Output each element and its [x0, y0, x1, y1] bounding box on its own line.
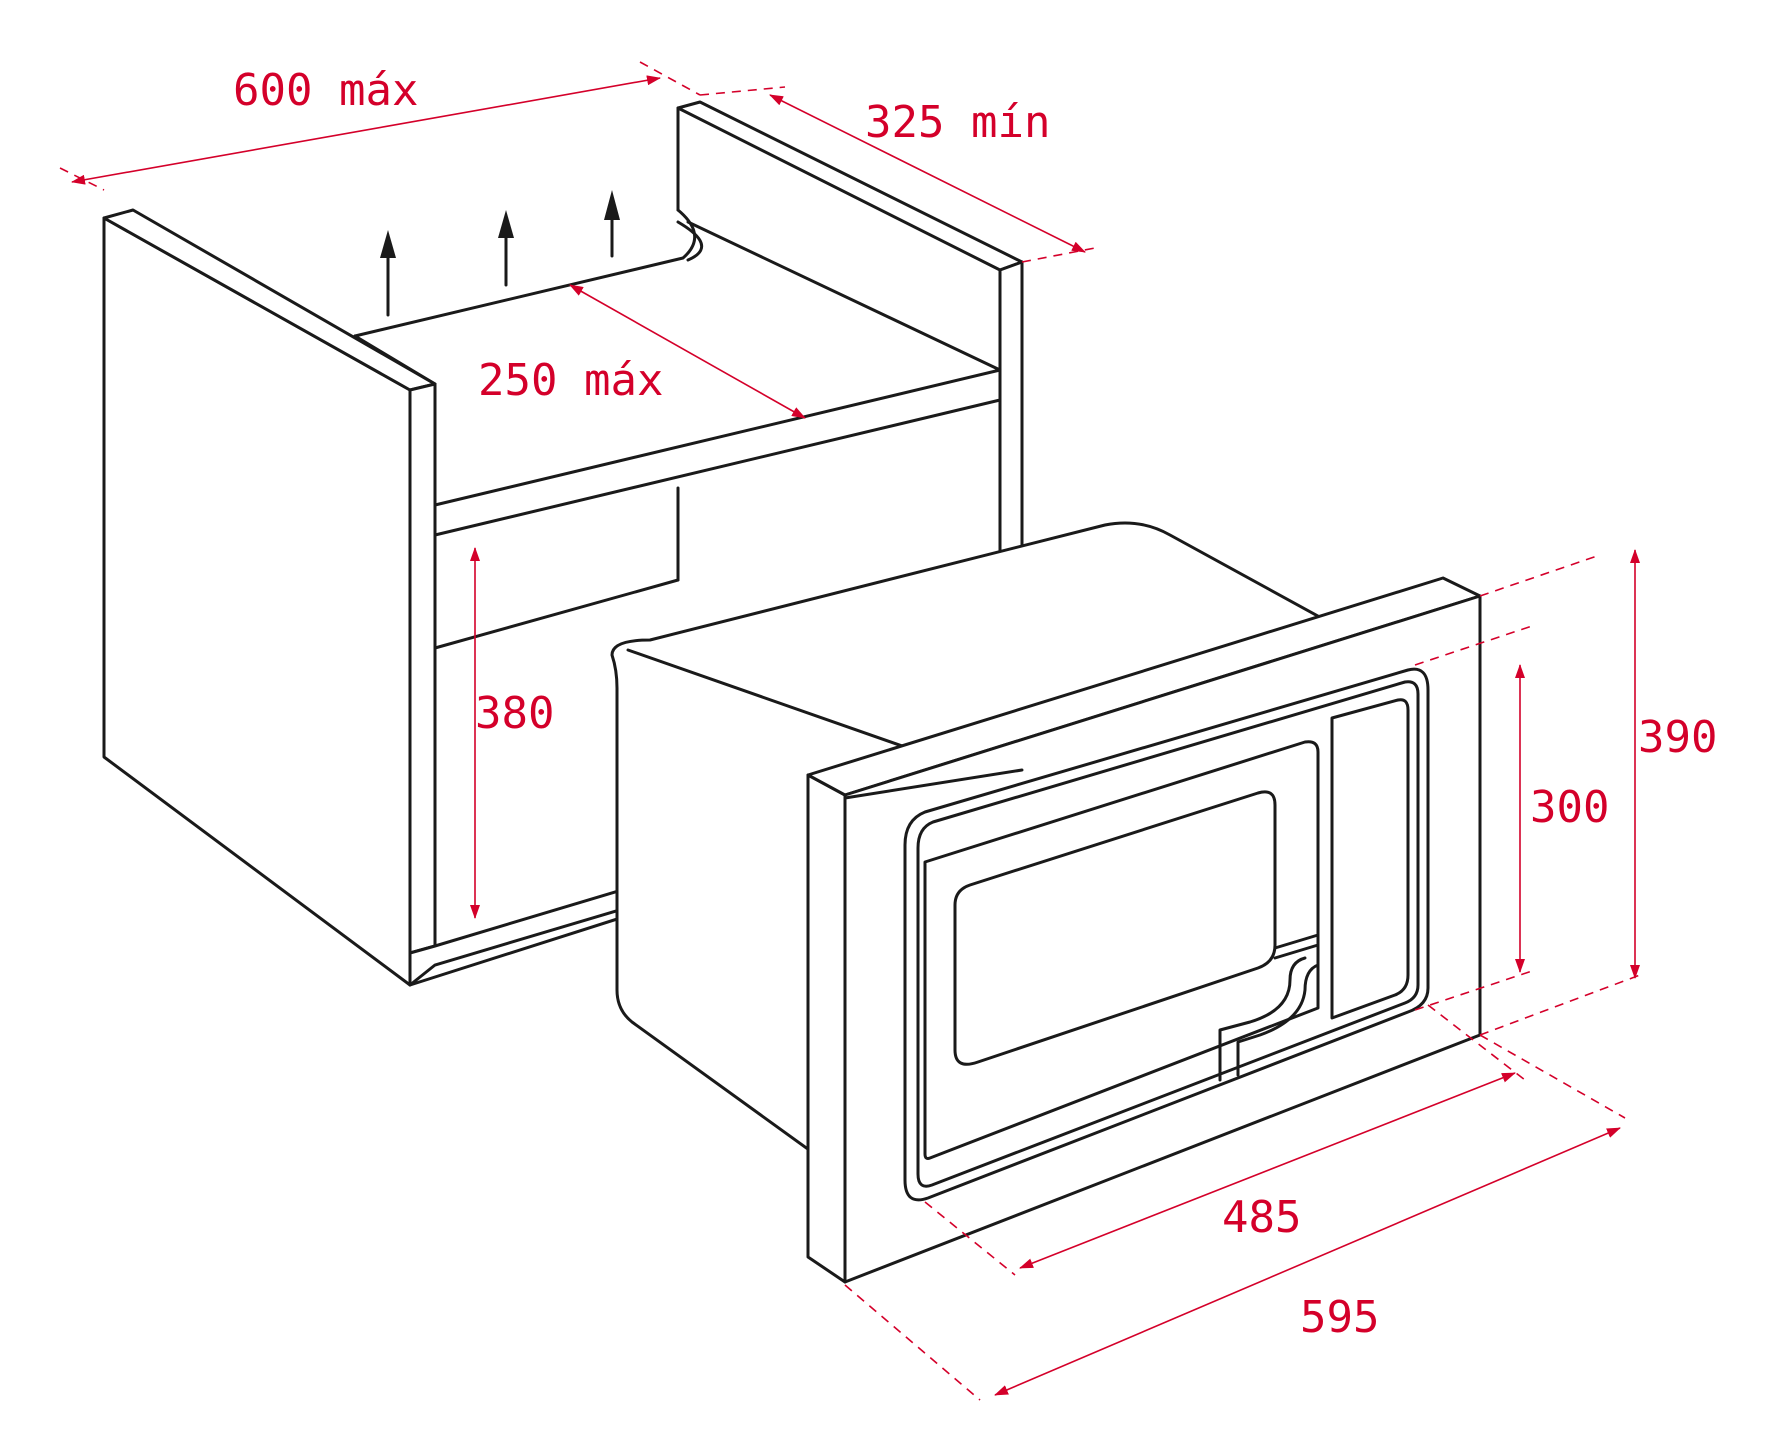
label-niche-height: 380 — [475, 688, 554, 739]
dimension-line-cabinet-depth — [769, 94, 1086, 253]
trim-frame-side — [806, 773, 847, 1284]
dimension-lines — [59, 61, 1641, 1401]
cabinet-back-top — [353, 208, 697, 338]
label-cabinet-width: 600 máx — [233, 65, 418, 116]
label-shelf-depth: 250 máx — [478, 355, 663, 406]
cabinet-left-panel-edge — [408, 382, 437, 955]
arrow-up-icon — [604, 190, 620, 258]
dimension-line-appliance-width — [994, 1127, 1621, 1396]
label-door-width: 485 — [1222, 1192, 1301, 1243]
arrow-up-icon — [380, 230, 396, 317]
dimension-line-cabinet-width — [71, 75, 661, 185]
trim-frame — [806, 576, 1482, 1284]
dimension-line-shelf-depth — [569, 284, 806, 419]
door-window-glass — [953, 790, 1277, 1066]
label-appliance-width: 595 — [1300, 1292, 1379, 1343]
dimension-labels: 600 máx 325 mín 250 máx 380 390 300 485 … — [233, 65, 1717, 1343]
arrow-up-icon — [498, 210, 514, 287]
microwave-door — [903, 667, 1430, 1202]
cabinet-shelf — [433, 368, 1002, 537]
control-panel — [1330, 698, 1410, 1020]
airflow-arrows — [380, 190, 620, 317]
label-appliance-height: 390 — [1638, 712, 1717, 763]
label-door-height: 300 — [1530, 782, 1609, 833]
label-cabinet-depth: 325 mín — [865, 97, 1050, 148]
